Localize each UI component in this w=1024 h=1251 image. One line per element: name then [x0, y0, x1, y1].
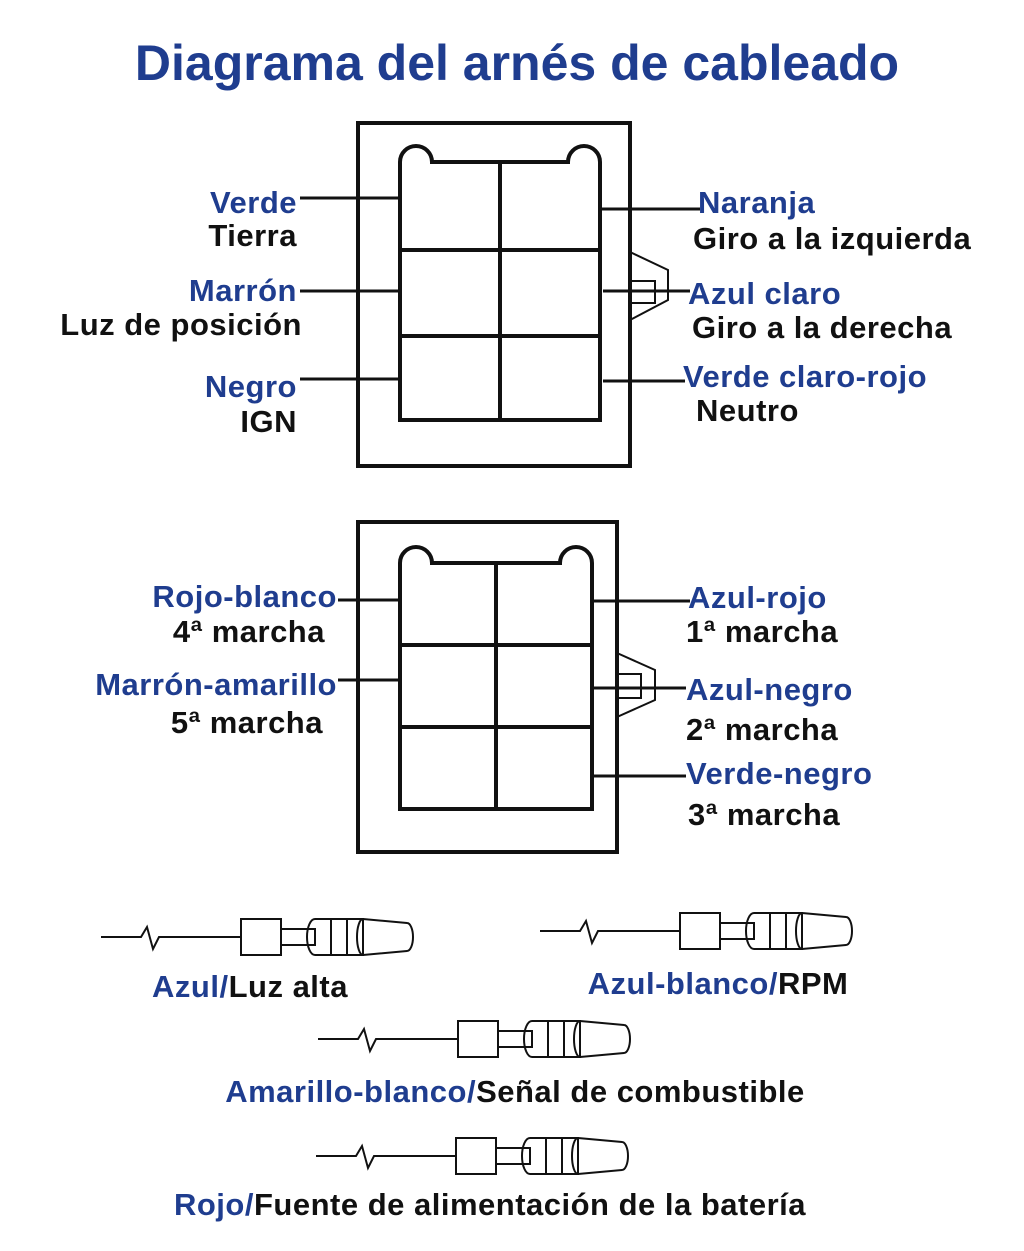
wire-function-label: 2ª marcha: [686, 712, 838, 747]
wire-function-label: 1ª marcha: [686, 614, 838, 649]
wire-color-label: Azul-blanco/: [588, 966, 778, 1001]
svg-text:Azul/Luz alta: Azul/Luz alta: [152, 969, 348, 1004]
wire-color-label: Verde claro-rojo: [683, 359, 927, 394]
svg-text:Amarillo-blanco/Señal de combu: Amarillo-blanco/Señal de combustible: [225, 1074, 805, 1109]
wire-function-label: 3ª marcha: [688, 797, 840, 832]
single-wire-1: Azul/Luz alta: [100, 918, 414, 1004]
wire-color-label: Azul-negro: [686, 672, 853, 707]
wire-function-label: Luz de posición: [60, 307, 302, 342]
wire-color-label: Negro: [205, 369, 297, 404]
wire-function-label: RPM: [778, 966, 848, 1001]
connector-bottom: Rojo-blanco 4ª marcha Marrón-amarillo 5ª…: [95, 520, 872, 854]
connector-top: Verde Tierra Marrón Luz de posición Negr…: [60, 121, 971, 468]
wire-function-label: Giro a la derecha: [692, 310, 952, 345]
svg-text:Azul-blanco/RPM: Azul-blanco/RPM: [588, 966, 849, 1001]
wire-color-label: Azul/: [152, 969, 229, 1004]
wire-color-label: Rojo-blanco: [152, 579, 337, 614]
wire-function-label: Tierra: [208, 218, 297, 253]
wire-color-label: Amarillo-blanco/: [225, 1074, 476, 1109]
wire-function-label: 4ª marcha: [173, 614, 325, 649]
wire-color-label: Marrón-amarillo: [95, 667, 337, 702]
wire-function-label: Neutro: [696, 393, 799, 428]
wire-color-label: Rojo/: [174, 1187, 254, 1222]
wire-color-label: Naranja: [698, 185, 815, 220]
wire-function-label: IGN: [240, 404, 297, 439]
wire-color-label: Azul claro: [688, 276, 841, 311]
page-title: Diagrama del arnés de cableado: [135, 35, 899, 91]
wire-function-label: Fuente de alimentación de la batería: [254, 1187, 806, 1222]
wire-color-label: Verde-negro: [686, 756, 872, 791]
wire-function-label: Giro a la izquierda: [693, 221, 971, 256]
single-wire-3: Amarillo-blanco/Señal de combustible: [225, 1020, 805, 1109]
svg-text:Rojo/Fuente de alimentación de: Rojo/Fuente de alimentación de la baterí…: [174, 1187, 806, 1222]
wire-function-label: 5ª marcha: [171, 705, 323, 740]
wire-function-label: Luz alta: [229, 969, 349, 1004]
wire-color-label: Marrón: [189, 273, 297, 308]
wire-color-label: Verde: [210, 185, 297, 220]
single-wire-2: Azul-blanco/RPM: [539, 912, 853, 1001]
wire-function-label: Señal de combustible: [476, 1074, 805, 1109]
single-wire-4: Rojo/Fuente de alimentación de la baterí…: [174, 1137, 806, 1222]
wire-color-label: Azul-rojo: [688, 580, 827, 615]
